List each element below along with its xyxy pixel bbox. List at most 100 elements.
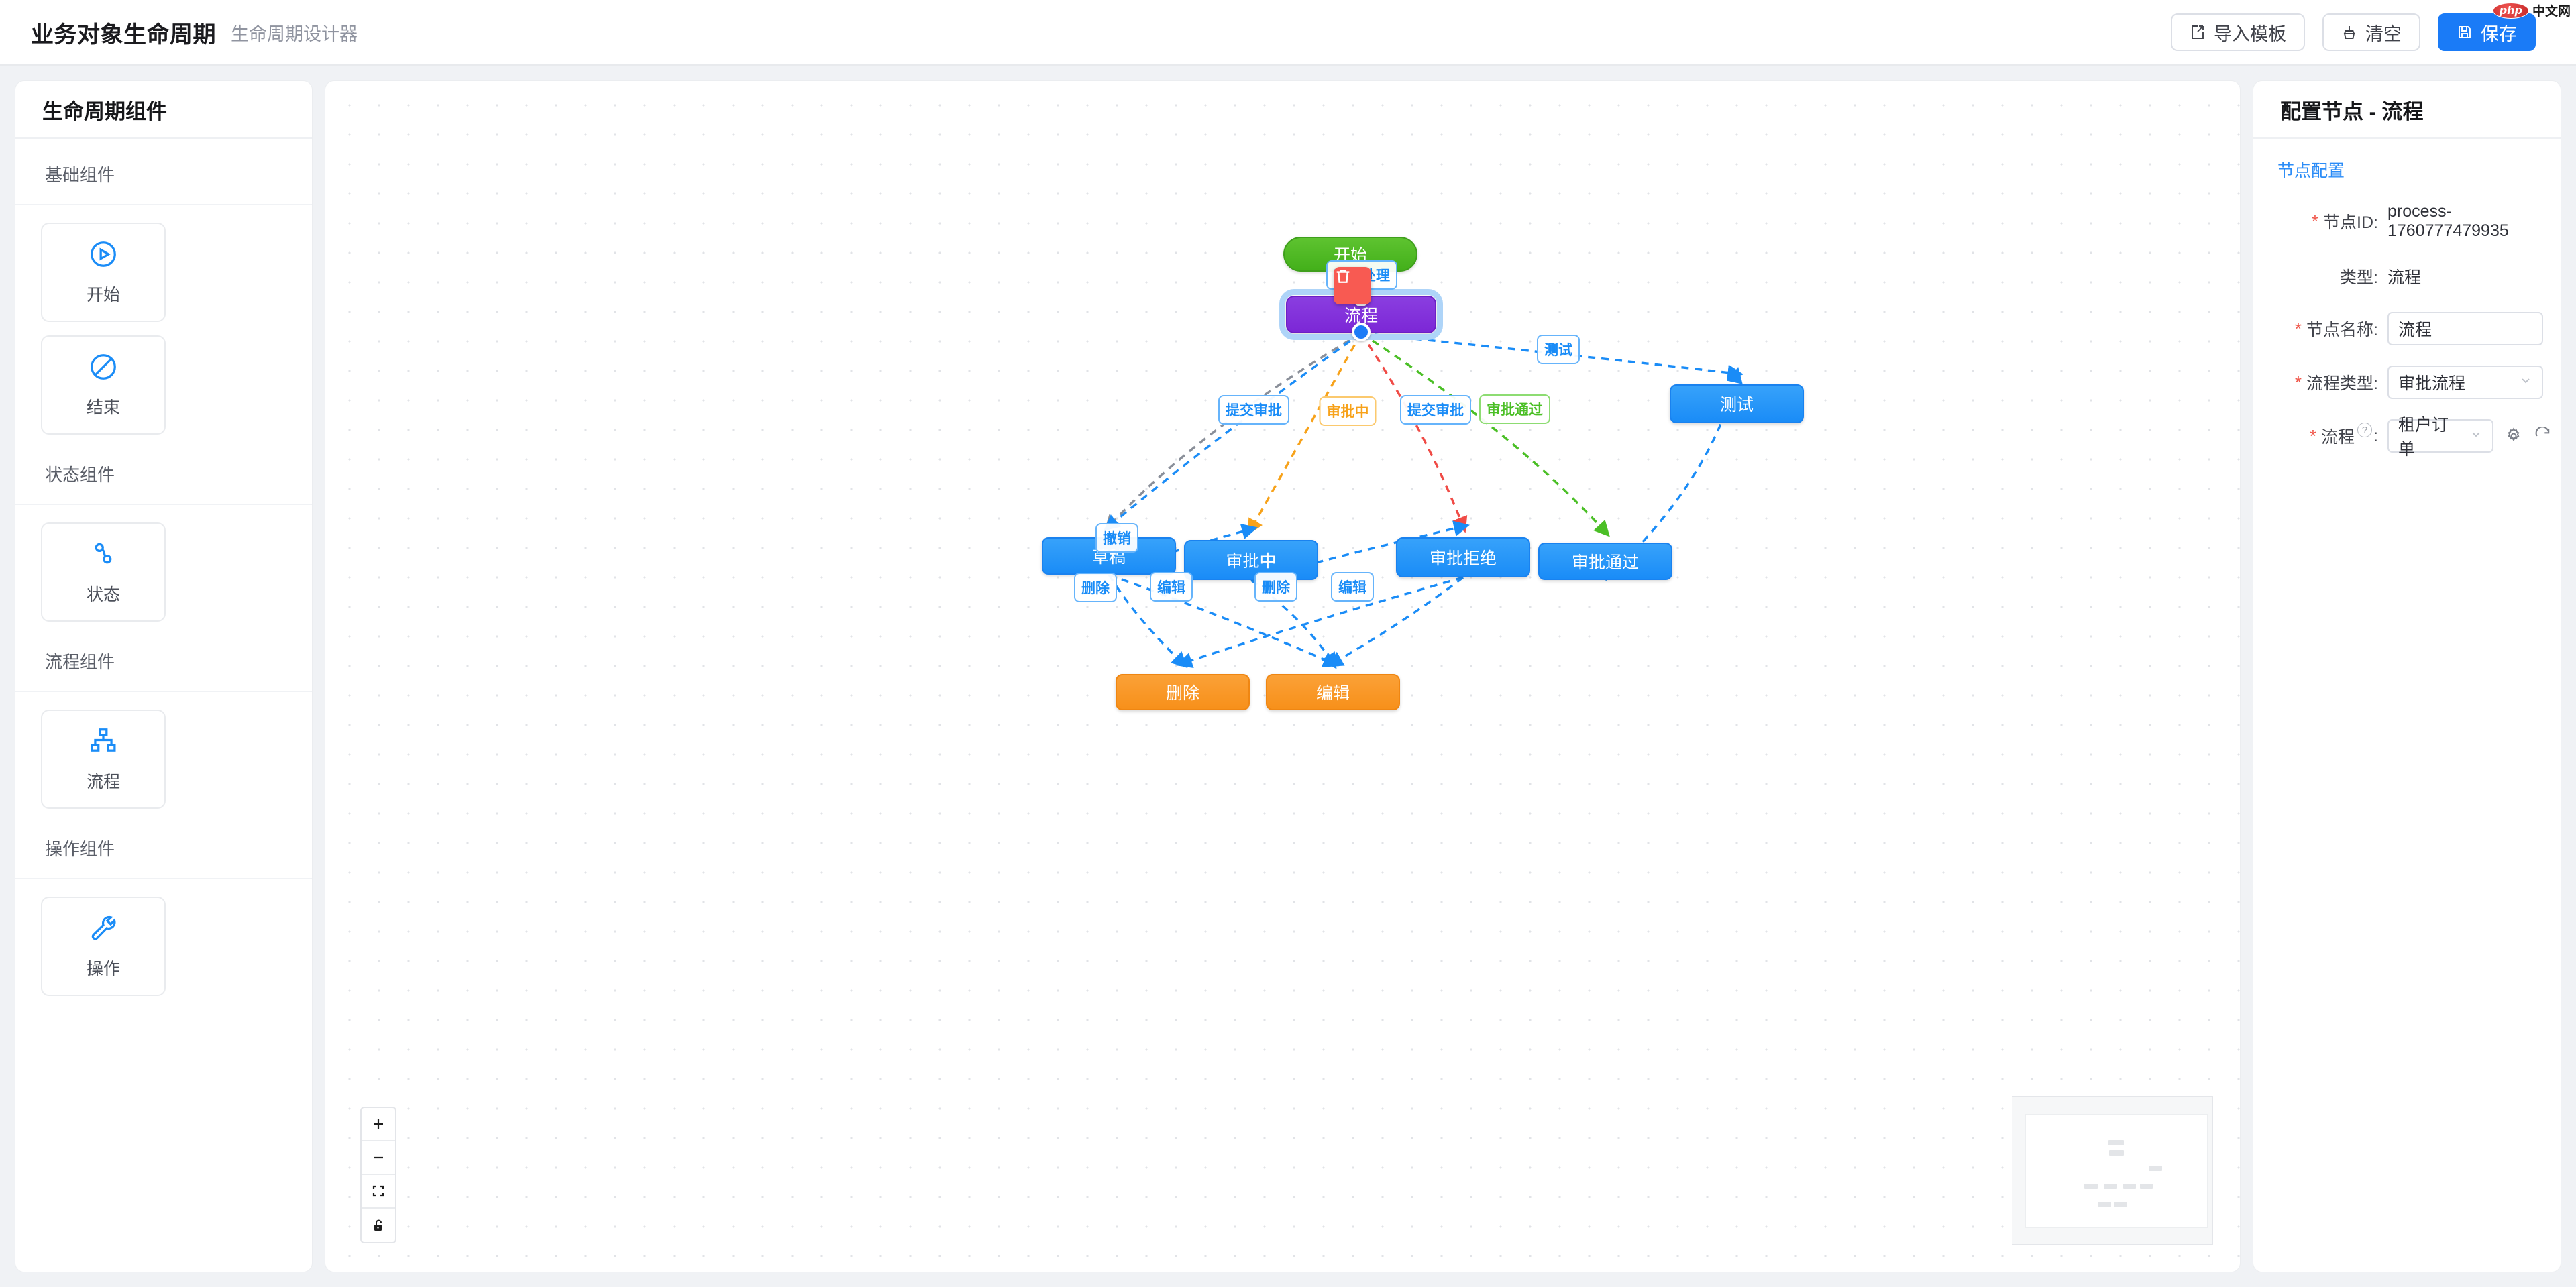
config-panel-title: 配置节点 - 流程 [2253, 81, 2561, 139]
node-name-label: 节点名称: [2265, 317, 2387, 341]
sidebar-group-title: 基础组件 [15, 139, 312, 205]
sidebar-groups: 基础组件开始结束状态组件状态流程组件流程操作组件操作 [15, 139, 312, 1000]
component-card-开始[interactable]: 开始 [41, 223, 166, 322]
edge-label[interactable]: 撤销 [1095, 523, 1138, 553]
node-name-row: 节点名称: 流程 [2253, 312, 2543, 345]
flow-node-rejected[interactable]: 审批拒绝 [1396, 537, 1530, 577]
canvas-minimap[interactable] [2012, 1096, 2213, 1245]
node-id-row: 节点ID: process-1760777479935 [2253, 202, 2543, 241]
node-id-label: 节点ID: [2265, 209, 2387, 233]
play-circle-icon [88, 239, 119, 270]
edge-label[interactable]: 审批通过 [1479, 394, 1550, 424]
flow-edge[interactable] [1251, 333, 1361, 529]
watermark-badge: php [2493, 3, 2529, 19]
edge-label[interactable]: 删除 [1254, 572, 1297, 602]
edge-svg [325, 81, 2137, 1255]
component-card-label: 流程 [87, 769, 120, 793]
flow-edge[interactable] [1361, 333, 1463, 526]
component-card-label: 结束 [87, 394, 120, 418]
process-label: 流程 [2321, 424, 2355, 448]
minimap-node [2098, 1202, 2111, 1207]
flow-layer: 开始流程测试草稿审批中审批拒绝审批通过删除编辑 开始处理测试提交审批审批中提交审… [325, 81, 2240, 1272]
sidebar-group-title: 状态组件 [15, 439, 312, 505]
edge-label[interactable]: 审批中 [1320, 396, 1377, 426]
sidebar-group-title: 操作组件 [15, 813, 312, 879]
process-type-value: 审批流程 [2398, 370, 2465, 394]
node-config-link[interactable]: 节点配置 [2253, 139, 2561, 182]
import-template-button[interactable]: 导入模板 [2171, 13, 2305, 51]
edge-label[interactable]: 测试 [1537, 335, 1580, 364]
node-name-input[interactable]: 流程 [2387, 312, 2543, 345]
flow-node-label: 审批通过 [1572, 549, 1639, 573]
fit-view-button[interactable] [362, 1175, 395, 1209]
process-type-label: 流程类型: [2265, 370, 2387, 394]
lock-toggle-button[interactable] [362, 1209, 395, 1242]
edge-label[interactable]: 编辑 [1331, 572, 1374, 602]
flow-node-label: 测试 [1720, 392, 1754, 416]
main-layout: 生命周期组件 基础组件开始结束状态组件状态流程组件流程操作组件操作 开始流程测试… [0, 66, 2576, 1287]
clear-label: 清空 [2365, 19, 2402, 46]
clear-button[interactable]: 清空 [2322, 13, 2420, 51]
node-type-row: 类型: 流程 [2253, 261, 2543, 292]
minimap-node [2109, 1150, 2124, 1156]
chevron-down-icon [2519, 374, 2532, 391]
import-template-label: 导入模板 [2214, 19, 2286, 46]
minimap-node [2114, 1202, 2127, 1207]
sidebar-group-items: 操作 [15, 879, 312, 1000]
save-icon [2457, 24, 2473, 40]
colon: : [2373, 427, 2378, 446]
edge-label[interactable]: 删除 [1074, 573, 1117, 602]
node-id-value: process-1760777479935 [2387, 202, 2543, 241]
minimap-node [2104, 1184, 2117, 1189]
component-card-操作[interactable]: 操作 [41, 897, 166, 996]
edge-label[interactable]: 提交审批 [1400, 395, 1471, 425]
flow-node-label: 删除 [1166, 680, 1199, 704]
minimap-node [2108, 1140, 2124, 1145]
zoom-in-button[interactable] [362, 1108, 395, 1141]
flow-node-delete[interactable]: 删除 [1116, 674, 1250, 710]
zoom-out-button[interactable] [362, 1141, 395, 1175]
component-card-label: 开始 [87, 282, 120, 306]
flow-node-edit[interactable]: 编辑 [1266, 674, 1400, 710]
edge-label[interactable]: 提交审批 [1218, 395, 1289, 425]
node-type-label: 类型: [2265, 264, 2387, 288]
flow-edge[interactable] [1109, 333, 1361, 526]
flow-node-approved[interactable]: 审批通过 [1538, 543, 1672, 580]
canvas-controls [360, 1107, 396, 1243]
question-circle-icon[interactable]: ? [2357, 423, 2372, 437]
component-card-流程[interactable]: 流程 [41, 710, 166, 809]
flow-node-pending[interactable]: 审批中 [1184, 540, 1318, 580]
delete-edge-button[interactable] [1334, 267, 1371, 304]
watermark-text: 中文网 [2532, 1, 2571, 19]
edge-label[interactable]: 编辑 [1150, 572, 1193, 602]
flow-node-test[interactable]: 测试 [1670, 384, 1804, 423]
component-card-label: 状态 [87, 581, 120, 606]
component-card-状态[interactable]: 状态 [41, 522, 166, 622]
flow-node-label: 编辑 [1316, 680, 1350, 704]
process-label-wrap: 流程 ? : [2265, 424, 2387, 448]
process-select[interactable]: 租户订单 [2387, 419, 2493, 453]
flow-node-label: 审批拒绝 [1430, 545, 1497, 569]
page-title: 业务对象生命周期 [31, 16, 216, 49]
minimap-node [2140, 1184, 2153, 1189]
node-type-value: 流程 [2387, 264, 2421, 288]
sidebar-group-items: 流程 [15, 692, 312, 813]
minimap-node [2149, 1166, 2162, 1171]
sidebar-group-title: 流程组件 [15, 626, 312, 692]
import-icon [2190, 24, 2206, 40]
page-subtitle: 生命周期设计器 [231, 19, 358, 46]
flow-edge[interactable] [1109, 333, 1361, 526]
component-card-结束[interactable]: 结束 [41, 335, 166, 435]
flow-node-label: 审批中 [1226, 548, 1276, 572]
flow-canvas[interactable]: 开始流程测试草稿审批中审批拒绝审批通过删除编辑 开始处理测试提交审批审批中提交审… [325, 80, 2241, 1272]
process-type-select[interactable]: 审批流程 [2387, 366, 2543, 399]
save-label: 保存 [2481, 19, 2517, 46]
stop-circle-icon [88, 351, 119, 382]
node-port-bottom[interactable] [1352, 323, 1371, 341]
component-sidebar: 生命周期组件 基础组件开始结束状态组件状态流程组件流程操作组件操作 [15, 80, 313, 1272]
minimap-node [2123, 1184, 2136, 1189]
header-actions: 导入模板 清空 保存 [2171, 13, 2536, 51]
gear-icon[interactable] [2504, 427, 2523, 445]
refresh-icon[interactable] [2534, 427, 2553, 445]
app-header: 业务对象生命周期 生命周期设计器 导入模板 清空 [0, 0, 2576, 66]
